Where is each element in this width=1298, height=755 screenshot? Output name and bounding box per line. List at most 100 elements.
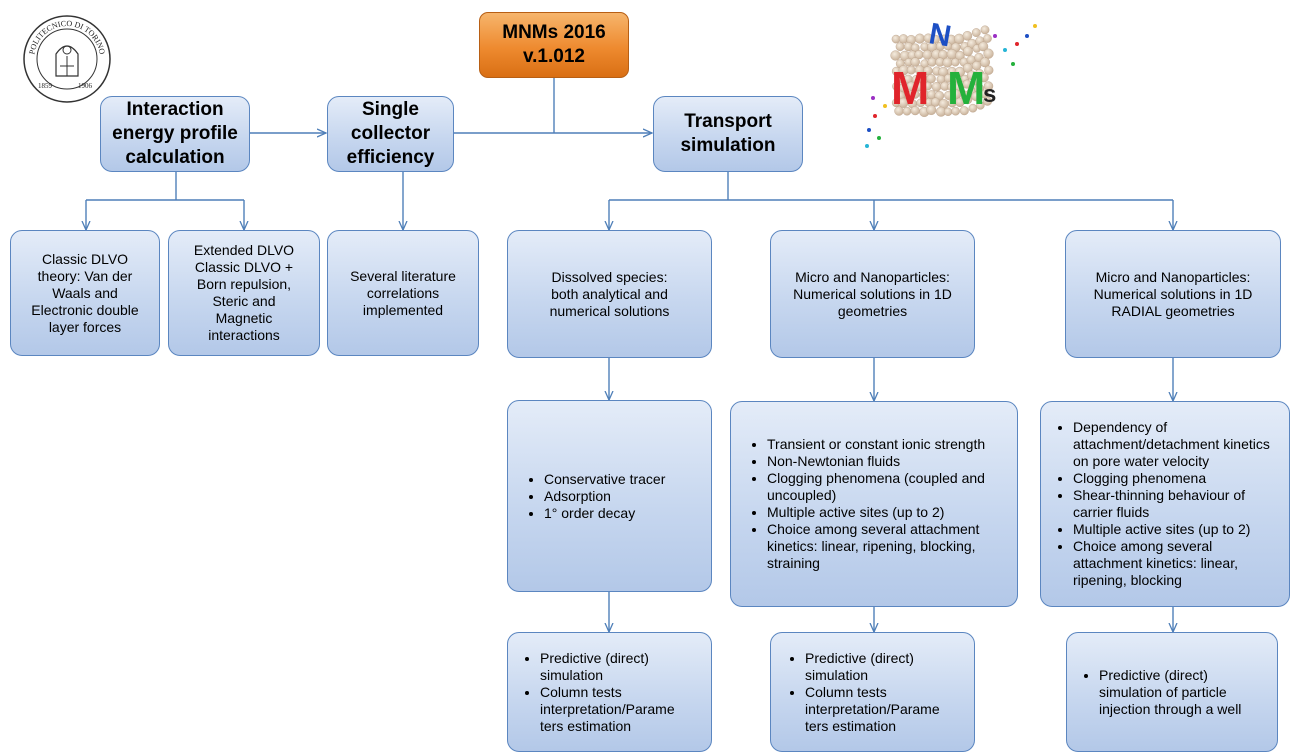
logo-bead (951, 58, 960, 67)
logo-bead (971, 61, 982, 71)
micro-1d-features-box: Transient or constant ionic strength Non… (730, 401, 1018, 607)
seal-year-right: 1906 (78, 82, 93, 90)
logo-bead (971, 28, 981, 38)
list-item: Transient or constant ionic strength (767, 436, 1003, 453)
list-item: Multiple active sites (up to 2) (1073, 521, 1281, 538)
list-item: Clogging phenomena (coupled and uncouple… (767, 470, 1003, 504)
micro-nano-1d-box: Micro and Nanoparticles: Numerical solut… (770, 230, 975, 358)
seal-year-left: 1859 (38, 82, 53, 90)
interaction-energy-box: Interaction energy profile calculation (100, 96, 250, 172)
logo-bead (978, 41, 989, 52)
list-item: 1° order decay (544, 505, 665, 522)
classic-dlvo-text: Classic DLVO theory: Van der Waals and E… (31, 250, 139, 335)
micro-nano-radial-text: Micro and Nanoparticles: Numerical solut… (1093, 268, 1253, 319)
logo-bead (983, 81, 994, 91)
list-item: Predictive (direct) simulation (540, 650, 701, 684)
list-item: Non-Newtonian fluids (767, 453, 1003, 470)
logo-bead (955, 50, 965, 61)
logo-bead (976, 101, 985, 110)
logo-bead (983, 34, 992, 43)
software-title-box: MNMs 2016 v.1.012 (479, 12, 629, 78)
logo-bead (980, 25, 990, 35)
literature-correlations-text: Several literature correlations implemen… (350, 267, 456, 318)
logo-particle (877, 136, 881, 140)
list-item: Choice among several attachment kinetics… (1073, 538, 1281, 589)
mnms-letter-s: s (983, 81, 996, 108)
logo-bead (954, 66, 966, 78)
logo-particle (1003, 48, 1007, 52)
logo-bead (968, 103, 978, 113)
transport-simulation-label: Transport simulation (680, 111, 776, 156)
list-item: Dependency of attachment/detachment kine… (1073, 419, 1281, 470)
software-version: v.1.012 (523, 46, 585, 67)
logo-particle (867, 128, 871, 132)
micro-radial-features-list: Dependency of attachment/detachment kine… (1051, 419, 1281, 589)
extended-dlvo-box: Extended DLVO Classic DLVO + Born repuls… (168, 230, 320, 356)
software-title: MNMs 2016 (502, 22, 606, 43)
logo-bead (895, 42, 905, 52)
logo-bead (979, 72, 989, 83)
list-item: Multiple active sites (up to 2) (767, 504, 1003, 521)
micro-radial-features-box: Dependency of attachment/detachment kine… (1040, 401, 1290, 607)
transport-simulation-box: Transport simulation (653, 96, 803, 172)
dissolved-applications-box: Predictive (direct) simulation Column te… (507, 632, 712, 752)
logo-particle (1011, 62, 1015, 66)
logo-bead (890, 50, 901, 61)
dissolved-species-text: Dissolved species: both analytical and n… (549, 268, 670, 319)
classic-dlvo-box: Classic DLVO theory: Van der Waals and E… (10, 230, 160, 356)
list-item: Clogging phenomena (1073, 470, 1281, 487)
logo-bead (931, 82, 942, 92)
list-item: Adsorption (544, 488, 665, 505)
mnms-letter-m1: M (891, 62, 929, 114)
micro-1d-applications-list: Predictive (direct) simulation Column te… (783, 650, 964, 735)
logo-bead (951, 74, 961, 83)
logo-particle (883, 104, 887, 108)
list-item: Column tests interpretation/Parame ters … (540, 684, 701, 735)
logo-bead (984, 65, 994, 75)
list-item: Choice among several attachment kinetics… (767, 521, 1003, 572)
micro-radial-applications-list: Predictive (direct) simulation of partic… (1077, 667, 1267, 718)
list-item: Predictive (direct) simulation (805, 650, 964, 684)
logo-bead (979, 57, 990, 68)
single-collector-label: Single collector efficiency (346, 99, 435, 168)
university-seal-logo: POLITECNICO DI TORINO 1859 1906 (23, 15, 111, 103)
dissolved-features-box: Conservative tracer Adsorption 1° order … (507, 400, 712, 592)
logo-particle (871, 96, 875, 100)
logo-bead (910, 57, 920, 67)
micro-radial-applications-box: Predictive (direct) simulation of partic… (1066, 632, 1278, 752)
logo-bead (914, 33, 925, 44)
micro-nano-1d-text: Micro and Nanoparticles: Numerical solut… (793, 268, 952, 319)
logo-particle (1033, 24, 1037, 28)
logo-bead (959, 106, 969, 116)
extended-dlvo-text: Extended DLVO Classic DLVO + Born repuls… (193, 242, 295, 343)
mnms-cube-logo: M N M s (865, 17, 1037, 148)
logo-bead (926, 73, 936, 84)
dissolved-applications-list: Predictive (direct) simulation Column te… (518, 650, 701, 735)
logo-bead (971, 91, 981, 102)
logo-particle (1025, 34, 1029, 38)
literature-correlations-box: Several literature correlations implemen… (327, 230, 479, 356)
micro-nano-radial-box: Micro and Nanoparticles: Numerical solut… (1065, 230, 1281, 358)
logo-bead (951, 106, 960, 116)
micro-1d-applications-box: Predictive (direct) simulation Column te… (770, 632, 975, 752)
logo-bead (962, 46, 973, 57)
list-item: Conservative tracer (544, 471, 665, 488)
single-collector-box: Single collector efficiency (327, 96, 454, 172)
logo-particle (865, 144, 869, 148)
logo-bead (962, 30, 973, 41)
logo-bead (983, 48, 994, 59)
logo-particle (993, 34, 997, 38)
logo-bead (962, 79, 972, 89)
logo-particle (1015, 42, 1019, 46)
dissolved-features-list: Conservative tracer Adsorption 1° order … (522, 471, 665, 522)
list-item: Shear-thinning behaviour of carrier flui… (1073, 487, 1281, 521)
logo-bead (982, 96, 992, 106)
mnms-letter-m2: M (947, 62, 985, 114)
dissolved-species-box: Dissolved species: both analytical and n… (507, 230, 712, 358)
logo-bead (926, 104, 937, 115)
logo-particle (873, 114, 877, 118)
micro-1d-features-list: Transient or constant ionic strength Non… (745, 436, 1003, 572)
list-item: Predictive (direct) simulation of partic… (1099, 667, 1267, 718)
logo-bead (962, 94, 973, 105)
list-item: Column tests interpretation/Parame ters … (805, 684, 964, 735)
